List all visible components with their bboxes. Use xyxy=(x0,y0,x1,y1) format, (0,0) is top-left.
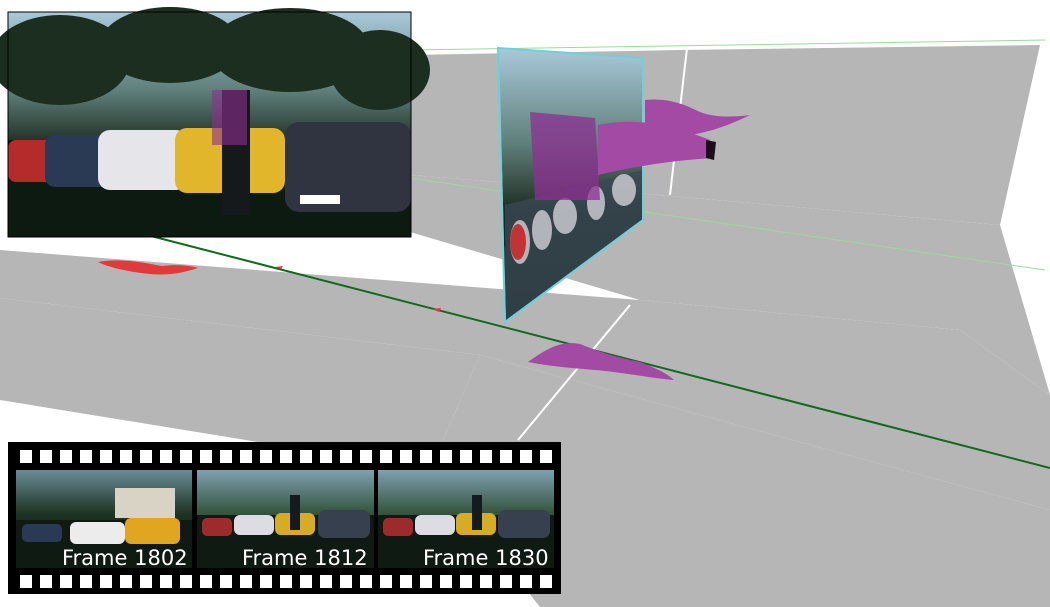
red-footprints xyxy=(98,260,441,312)
frame-label-1: Frame 1802 xyxy=(62,546,188,570)
parked-cars xyxy=(8,122,411,212)
film-strip xyxy=(8,442,561,594)
frame-label-3: Frame 1830 xyxy=(423,546,549,570)
frame-label-2: Frame 1812 xyxy=(242,546,368,570)
magenta-footprint xyxy=(528,343,674,380)
magenta-volumes xyxy=(530,99,750,200)
sprocket-holes-top xyxy=(20,450,552,463)
film-frame-1 xyxy=(16,470,192,568)
film-frame-2 xyxy=(197,470,374,568)
sprocket-holes-bottom xyxy=(20,575,552,588)
film-frame-3 xyxy=(378,470,554,568)
overlay-photo xyxy=(0,7,430,238)
